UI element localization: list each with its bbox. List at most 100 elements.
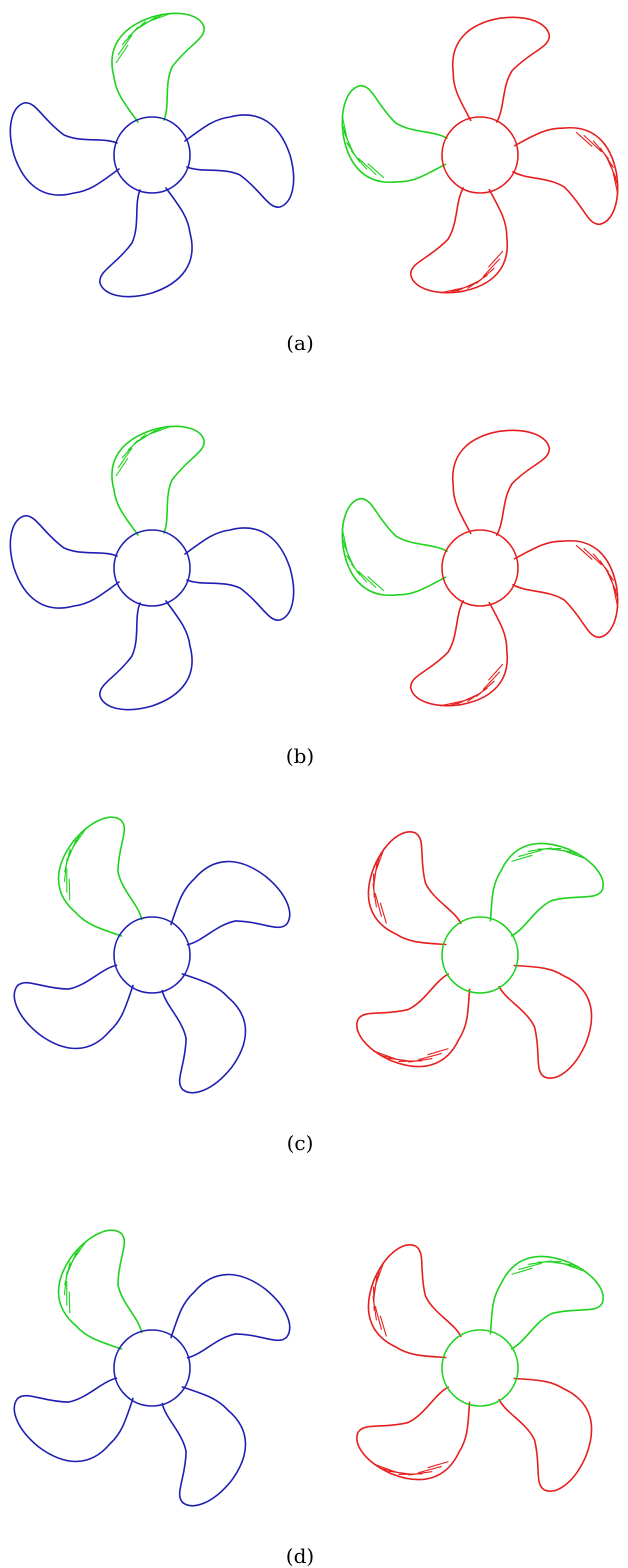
blade-hatch-marks xyxy=(373,1048,449,1063)
blade-hatch-marks xyxy=(63,1239,88,1314)
blade-2 xyxy=(512,126,619,226)
blade-outline xyxy=(13,964,134,1050)
blade-outline xyxy=(409,187,509,294)
blade-2 xyxy=(170,1273,291,1359)
propeller-left-a xyxy=(9,12,295,298)
blade-outline xyxy=(9,515,120,609)
blade-outline xyxy=(356,1386,471,1481)
blade-outline xyxy=(170,1273,291,1359)
blade-outline xyxy=(13,1377,134,1463)
blade-outline xyxy=(489,1255,604,1350)
blade-hatch-marks xyxy=(575,544,619,608)
blade-outline xyxy=(111,12,205,123)
hub-circle xyxy=(113,916,191,994)
blade-4 xyxy=(13,964,134,1050)
blade-3 xyxy=(161,973,247,1094)
blade-outline xyxy=(57,1229,143,1350)
propeller-right-b xyxy=(341,429,619,707)
blade-3 xyxy=(356,1386,471,1481)
blade-outline xyxy=(356,973,471,1068)
blade-1 xyxy=(451,16,551,123)
hub-circle xyxy=(441,1329,519,1407)
blade-4 xyxy=(367,831,462,946)
blade-outline xyxy=(99,187,193,298)
blade-3 xyxy=(161,1386,247,1507)
blade-hatch-marks xyxy=(372,848,387,924)
blade-4 xyxy=(9,515,120,609)
panel-a: (a) xyxy=(9,12,619,355)
blade-outline xyxy=(161,1386,247,1507)
hub-circle xyxy=(113,116,191,194)
propeller-left-d xyxy=(13,1229,291,1507)
blade-4 xyxy=(367,1244,462,1359)
blade-3 xyxy=(99,600,193,711)
blade-2 xyxy=(498,964,593,1079)
blade-outline xyxy=(341,497,448,597)
blade-outline xyxy=(99,600,193,711)
blade-3 xyxy=(409,187,509,294)
blade-outline xyxy=(111,425,205,536)
blade-hatch-marks xyxy=(341,528,385,592)
hub-circle xyxy=(441,916,519,994)
propeller-left-b xyxy=(9,425,295,711)
hub-circle xyxy=(113,529,191,607)
blade-hatch-marks xyxy=(115,425,173,477)
blade-2 xyxy=(184,114,295,208)
hub-circle xyxy=(441,116,519,194)
blade-outline xyxy=(512,126,619,226)
blade-2 xyxy=(498,1377,593,1492)
blade-1 xyxy=(57,816,143,937)
blade-hatch-marks xyxy=(511,847,587,862)
blade-hatch-marks xyxy=(440,663,504,707)
propeller-left-c xyxy=(13,816,291,1094)
blade-3 xyxy=(356,973,471,1068)
blade-outline xyxy=(9,102,120,196)
hub-circle xyxy=(113,1329,191,1407)
blade-outline xyxy=(367,831,462,946)
blade-1 xyxy=(111,12,205,123)
blade-4 xyxy=(341,497,448,597)
blade-4 xyxy=(9,102,120,196)
blade-1 xyxy=(489,842,604,937)
blade-hatch-marks xyxy=(115,12,173,64)
caption-c: (c) xyxy=(287,1131,314,1155)
blade-outline xyxy=(451,16,551,123)
panel-d: (d) xyxy=(13,1229,604,1568)
propeller-right-c xyxy=(356,831,604,1079)
blade-2 xyxy=(512,539,619,639)
caption-d: (d) xyxy=(286,1544,314,1568)
blade-hatch-marks xyxy=(63,826,88,901)
blade-outline xyxy=(170,860,291,946)
blade-outline xyxy=(451,429,551,536)
blade-hatch-marks xyxy=(372,1261,387,1337)
blade-outline xyxy=(184,114,295,208)
blade-3 xyxy=(99,187,193,298)
blade-3 xyxy=(409,600,509,707)
panel-b: (b) xyxy=(9,425,619,768)
blade-outline xyxy=(367,1244,462,1359)
panel-c: (c) xyxy=(13,816,604,1155)
blade-4 xyxy=(13,1377,134,1463)
blade-outline xyxy=(161,973,247,1094)
blade-1 xyxy=(489,1255,604,1350)
blade-outline xyxy=(409,600,509,707)
blade-hatch-marks xyxy=(373,1461,449,1476)
blade-2 xyxy=(184,527,295,621)
blade-outline xyxy=(498,1377,593,1492)
blade-outline xyxy=(57,816,143,937)
blade-4 xyxy=(341,84,448,184)
caption-b: (b) xyxy=(286,744,314,768)
blade-1 xyxy=(111,425,205,536)
blade-outline xyxy=(498,964,593,1079)
blade-outline xyxy=(341,84,448,184)
blade-1 xyxy=(451,429,551,536)
hub-circle xyxy=(441,529,519,607)
propeller-right-d xyxy=(356,1244,604,1492)
blade-outline xyxy=(489,842,604,937)
blade-hatch-marks xyxy=(575,131,619,195)
blade-hatch-marks xyxy=(341,115,385,179)
blade-2 xyxy=(170,860,291,946)
blade-hatch-marks xyxy=(511,1260,587,1275)
blade-outline xyxy=(512,539,619,639)
